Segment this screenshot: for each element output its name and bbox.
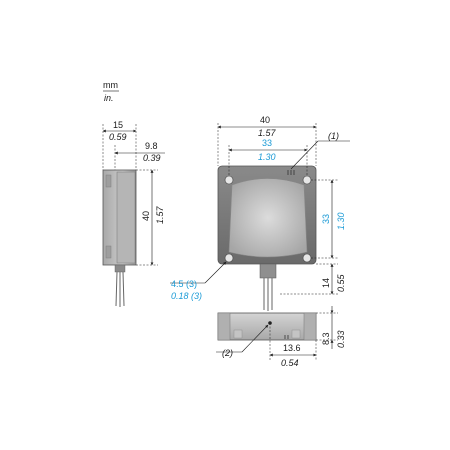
callout-1: (1) <box>328 131 339 141</box>
side-width-mm: 15 <box>113 120 123 130</box>
bottom-offset-mm: 13.6 <box>283 343 301 353</box>
bottom-height-in: 0.55 <box>336 273 346 292</box>
mount-hole-icon <box>302 253 312 263</box>
side-step-mm: 9.8 <box>145 141 158 151</box>
bottom-height-mm: 14 <box>321 278 331 288</box>
units-in: in. <box>104 93 114 103</box>
front-hole-spacing-v-in: 1.30 <box>336 212 346 230</box>
callout-2: (2) <box>222 348 233 358</box>
mount-hole-icon <box>224 253 234 263</box>
mount-hole-icon <box>302 175 312 185</box>
side-height-in: 1.57 <box>155 205 165 224</box>
side-height-mm: 40 <box>141 211 151 221</box>
side-view: 15 0.59 9.8 0.39 40 1.57 <box>102 120 165 307</box>
hole-dia-mm: 4.5 (3) <box>171 279 197 289</box>
mount-hole-icon <box>224 175 234 185</box>
front-hole-spacing-h-in: 1.30 <box>258 152 276 162</box>
units-legend: mm in. <box>103 80 119 103</box>
led-indicator-icon <box>287 170 295 175</box>
sensing-face <box>228 178 308 258</box>
bottom-view: 8.3 0.33 13.6 0.54 (2) <box>216 306 346 368</box>
side-step-in: 0.39 <box>143 153 161 163</box>
bottom-thickness-in: 0.33 <box>336 330 346 348</box>
led-indicator-icon <box>284 335 289 339</box>
hole-dia-in: 0.18 (3) <box>171 291 202 301</box>
bottom-body <box>217 312 317 341</box>
bottom-thickness-mm: 8.3 <box>321 332 331 345</box>
front-hole-spacing-v-mm: 33 <box>321 214 331 224</box>
front-view: 40 1.57 33 1.30 (1) 33 1.30 4.5 (3) 0.18… <box>170 115 350 311</box>
bottom-offset-in: 0.54 <box>281 358 299 368</box>
side-width-in: 0.59 <box>109 132 127 142</box>
front-width-mm: 40 <box>260 115 270 125</box>
units-mm: mm <box>103 80 118 90</box>
front-hole-spacing-h-mm: 33 <box>262 138 272 148</box>
front-width-in: 1.57 <box>258 128 277 138</box>
